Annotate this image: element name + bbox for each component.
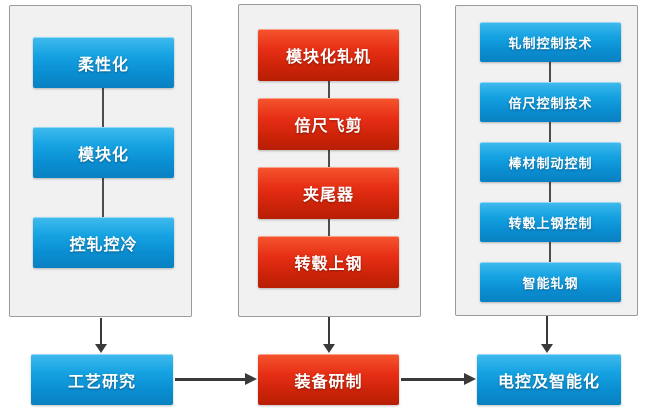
node-label: 模块化 [77,144,129,164]
node-label: 轧制控制技术 [508,36,593,52]
connector-line [328,81,330,98]
node-label: 柔性化 [77,54,129,74]
node-modularity: 模块化 [33,127,174,178]
node-tail-clamp: 夹尾器 [258,167,399,219]
connector-line [102,178,104,217]
connector-line [549,122,551,142]
node-label: 智能轧钢 [522,276,579,292]
node-multiple-length-flying-shear: 倍尺飞剪 [258,98,399,150]
node-flexibility: 柔性化 [33,37,174,88]
connector-line [549,182,551,202]
connector-line [328,150,330,167]
result-electric-control-intelligence: 电控及智能化 [477,354,621,405]
node-label: 电控及智能化 [497,371,600,391]
node-controlled-rolling-cooling: 控轧控冷 [33,217,174,268]
node-bar-braking-control: 棒材制动控制 [480,142,621,182]
node-label: 工艺研究 [67,371,136,391]
node-multiple-length-control-tech: 倍尺控制技术 [480,82,621,122]
node-label: 倍尺控制技术 [508,96,593,112]
node-intelligent-rolling: 智能轧钢 [480,262,621,302]
node-drum-steel-loading-control: 转毂上钢控制 [480,202,621,242]
node-label: 棒材制动控制 [508,156,593,172]
connector-line [549,62,551,82]
node-label: 夹尾器 [302,185,354,204]
node-label: 转毂上钢控制 [508,216,593,232]
node-modular-mill: 模块化轧机 [258,29,399,81]
result-process-research: 工艺研究 [31,354,173,405]
node-drum-steel-loading: 转毂上钢 [258,236,399,288]
node-label: 控轧控冷 [69,234,138,254]
node-label: 倍尺飞剪 [294,116,363,135]
node-rolling-control-tech: 轧制控制技术 [480,22,621,62]
connector-line [102,88,104,127]
node-label: 模块化轧机 [285,47,371,66]
node-label: 转毂上钢 [294,254,363,273]
connector-line [549,242,551,262]
result-equipment-development: 装备研制 [258,354,399,405]
node-label: 装备研制 [294,371,363,391]
connector-line [328,219,330,236]
